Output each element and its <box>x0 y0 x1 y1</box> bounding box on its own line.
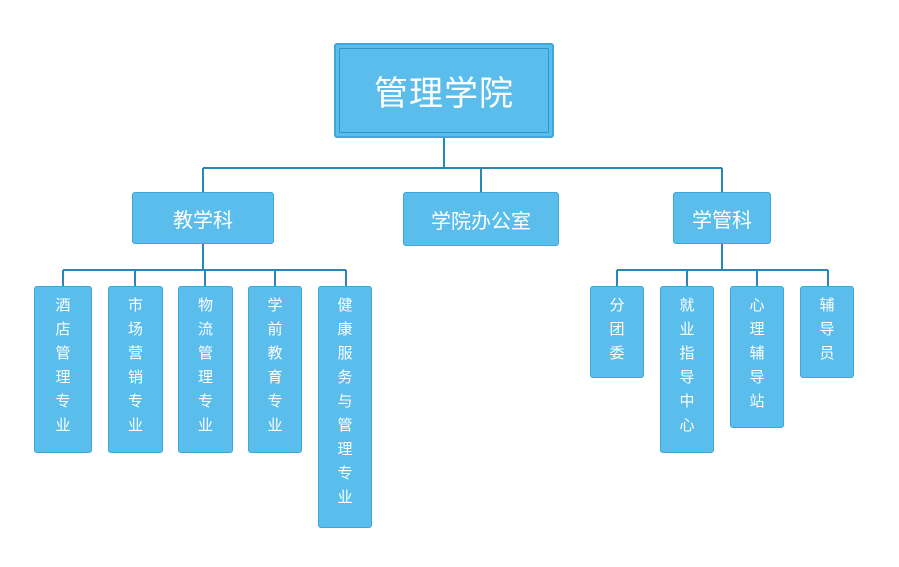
root-label: 管理学院 <box>374 74 514 114</box>
leaf-health-service: 健康服务与管理专业 <box>318 286 372 528</box>
leaf-logistics: 物流管理专业 <box>178 286 233 453</box>
leaf-hotel-management: 酒店管理专业 <box>34 286 92 453</box>
leaf-label: 市场营销专业 <box>126 297 144 441</box>
node-office: 学院办公室 <box>403 192 559 246</box>
node-student-label: 学管科 <box>692 207 752 232</box>
leaf-label: 心理辅导站 <box>747 297 766 417</box>
leaf-label: 酒店管理专业 <box>53 297 72 441</box>
leaf-counselor: 辅导员 <box>800 286 854 378</box>
leaf-label: 辅导员 <box>817 297 836 369</box>
root-inner-border <box>339 48 549 133</box>
leaf-label: 健康服务与管理专业 <box>335 297 354 513</box>
root-node: 管理学院 <box>334 43 554 138</box>
leaf-career-center: 就业指导中心 <box>660 286 714 453</box>
leaf-label: 分团委 <box>607 297 626 369</box>
leaf-label: 物流管理专业 <box>196 297 214 441</box>
leaf-preschool-education: 学前教育专业 <box>248 286 302 453</box>
node-student: 学管科 <box>673 192 771 244</box>
leaf-counseling-station: 心理辅导站 <box>730 286 784 428</box>
leaf-marketing: 市场营销专业 <box>108 286 163 453</box>
node-office-label: 学院办公室 <box>431 208 531 233</box>
node-teaching-label: 教学科 <box>173 207 233 232</box>
leaf-youth-league: 分团委 <box>590 286 644 378</box>
node-teaching: 教学科 <box>132 192 274 244</box>
leaf-label: 就业指导中心 <box>677 297 696 441</box>
leaf-label: 学前教育专业 <box>265 297 284 441</box>
